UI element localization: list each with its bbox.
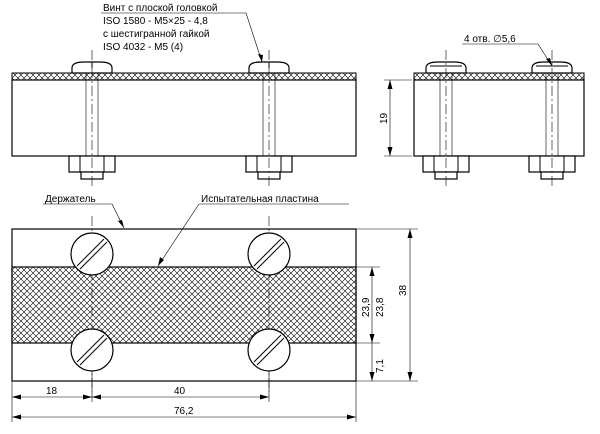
plate-label: Испытательная пластина [201, 194, 319, 205]
top-screw-tr [247, 232, 291, 276]
dim-23-8: 23,8 [375, 297, 386, 317]
dim-side-height: 19 [379, 112, 390, 124]
top-screw-br [247, 328, 291, 372]
top-test-plate [11, 266, 357, 344]
side-holder-body [413, 79, 585, 157]
dim-18: 18 [46, 386, 58, 397]
front-view [11, 50, 357, 186]
dim-38: 38 [398, 284, 409, 296]
screw-note-line2: ISO 1580 - M5×25 - 4,8 [103, 16, 208, 27]
top-screw-tl [70, 232, 114, 276]
dim-7-1: 7,1 [375, 359, 386, 373]
top-screw-bl [70, 328, 114, 372]
holes-note-text: 4 отв. ∅5,6 [464, 34, 516, 45]
side-view: 19 [379, 50, 585, 186]
front-plate-strip [11, 72, 357, 81]
screw-note: Винт с плоской головкой ISO 1580 - M5×25… [101, 3, 263, 63]
side-plate-strip [413, 72, 585, 81]
dim-40: 40 [174, 386, 186, 397]
top-view: Держатель Испытательная пластина 18 40 7… [11, 194, 418, 422]
screw-note-line4: ISO 4032 - M5 (4) [103, 42, 183, 53]
front-holder-body [11, 79, 357, 157]
dim-23-9: 23,9 [361, 297, 372, 317]
dim-76-2: 76,2 [174, 406, 194, 417]
side-screw-head-left [425, 61, 467, 74]
screw-note-line1: Винт с плоской головкой [103, 3, 217, 14]
side-screw-head-right [531, 61, 573, 74]
holes-note: 4 отв. ∅5,6 [462, 34, 553, 67]
screw-note-line3: с шестигранной гайкой [103, 29, 209, 40]
holder-label: Держатель [45, 194, 96, 205]
